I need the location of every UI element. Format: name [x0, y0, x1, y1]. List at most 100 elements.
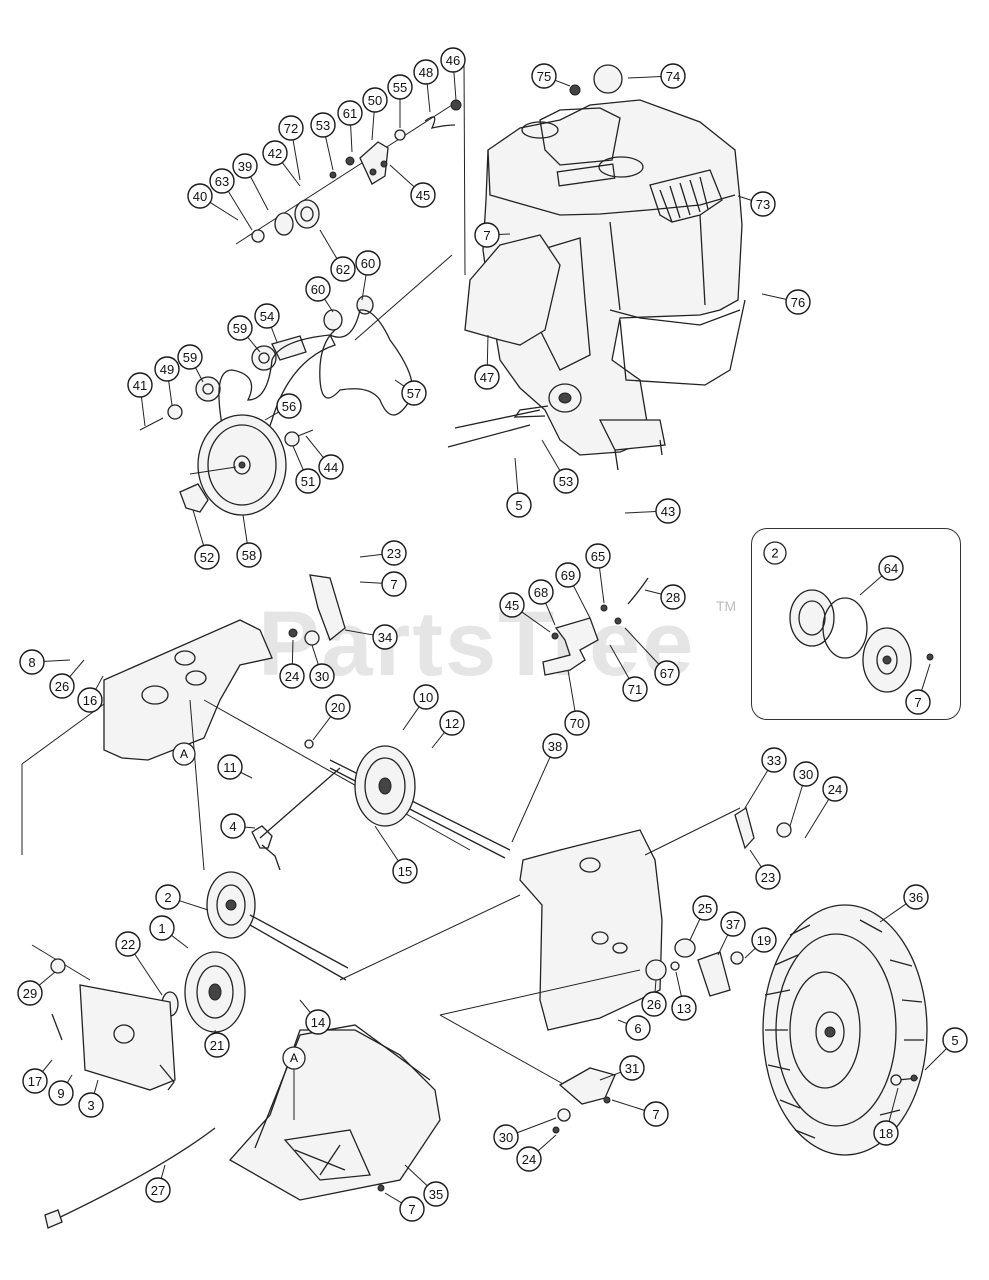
callout-circle	[564, 710, 590, 736]
part-callout-30: 30	[309, 644, 335, 689]
callout-leader-line	[749, 849, 762, 868]
callout-leader-line	[521, 611, 551, 633]
callout-circle	[542, 733, 568, 759]
callout-number: 3	[87, 1098, 94, 1113]
callout-leader-line	[359, 553, 383, 558]
callout-leader-line	[389, 164, 415, 188]
callout-number: 72	[284, 121, 298, 136]
callout-circle	[751, 927, 777, 953]
callout-leader-line	[654, 979, 657, 993]
callout-leader-line	[69, 659, 85, 678]
callout-circle	[392, 858, 418, 884]
callout-circle	[145, 1177, 171, 1203]
callout-circle	[750, 191, 776, 217]
callout-circle	[362, 87, 388, 113]
callout-circle	[220, 813, 246, 839]
callout-circle	[516, 1146, 542, 1172]
part-callout-31: 31	[599, 1055, 645, 1081]
callout-leader-line	[371, 111, 375, 141]
callout-number: 7	[408, 1202, 415, 1217]
part-callout-69: 69	[555, 562, 591, 619]
callout-leader-line	[299, 999, 311, 1014]
callout-number: 5	[515, 498, 522, 513]
callout-number: 12	[445, 716, 459, 731]
callout-leader-line	[43, 659, 71, 662]
callout-circle	[942, 1027, 968, 1053]
callout-leader-line	[888, 1087, 899, 1122]
callout-leader-line	[744, 770, 769, 809]
callout-leader-line	[609, 644, 630, 679]
part-callout-34: 34	[344, 624, 398, 650]
part-callout-17: 17	[22, 1059, 53, 1094]
callout-leader-line	[599, 1071, 621, 1081]
callout-circle	[654, 660, 680, 686]
callout-leader-line	[242, 514, 248, 544]
callout-number: 36	[909, 890, 923, 905]
callout-number: 58	[242, 548, 256, 563]
callout-number: 60	[311, 282, 325, 297]
part-callout-63: 63	[209, 168, 253, 231]
part-callout-11: 11	[217, 754, 253, 780]
callout-number: 10	[419, 690, 433, 705]
callout-leader-line	[179, 900, 209, 911]
callout-number: 16	[83, 693, 97, 708]
callout-number: 20	[331, 700, 345, 715]
callout-number: 53	[316, 118, 330, 133]
part-callout-60: 60	[305, 276, 334, 313]
callout-number: 22	[121, 937, 135, 952]
callout-number: 8	[28, 655, 35, 670]
callout-circle	[127, 372, 153, 398]
callout-circle	[622, 676, 648, 702]
callout-number: 46	[446, 53, 460, 68]
part-callout-24: 24	[516, 1134, 557, 1172]
callout-leader-line	[804, 798, 830, 839]
callout-number: 52	[200, 550, 214, 565]
part-callout-7: 7	[359, 571, 407, 597]
callout-circle	[671, 995, 697, 1021]
callout-circle	[115, 931, 141, 957]
callout-circle	[381, 571, 407, 597]
callout-circle	[531, 63, 557, 89]
callout-circle	[318, 454, 344, 480]
callout-circle	[761, 747, 787, 773]
pulley-belt-group	[139, 99, 462, 516]
callout-leader-line	[624, 511, 657, 514]
callout-number: 40	[193, 189, 207, 204]
inset-detail-box	[751, 528, 961, 720]
callout-leader-line	[624, 627, 660, 665]
callout-leader-line	[617, 1019, 628, 1025]
callout-number: 42	[268, 146, 282, 161]
part-callout-57: 57	[394, 379, 427, 406]
callout-circle	[194, 544, 220, 570]
callout-circle	[381, 540, 407, 566]
callout-leader-line	[879, 903, 907, 923]
callout-leader-line	[744, 947, 756, 959]
callout-leader-line	[134, 953, 163, 996]
callout-leader-line	[737, 195, 752, 201]
callout-circle	[77, 687, 103, 713]
part-callout-24: 24	[804, 776, 848, 839]
callout-circle	[149, 915, 175, 941]
part-callout-13: 13	[671, 971, 697, 1021]
callout-leader-line	[250, 176, 269, 211]
callout-number: 5	[951, 1033, 958, 1048]
part-callout-5: 5	[506, 457, 532, 518]
inset-friction-wheel	[789, 589, 934, 693]
part-callout-42: 42	[262, 140, 301, 187]
part-callout-7: 7	[474, 222, 511, 248]
callout-leader-line	[567, 669, 576, 712]
part-callout-46: 46	[440, 47, 466, 101]
callout-number: 69	[561, 568, 575, 583]
watermark-trademark: TM	[716, 598, 737, 614]
part-callout-55: 55	[387, 74, 413, 128]
callout-circle	[413, 684, 439, 710]
part-callout-3: 3	[78, 1079, 104, 1118]
part-callout-12: 12	[431, 710, 465, 749]
callout-circle	[660, 584, 686, 610]
callout-circle	[209, 168, 235, 194]
callout-circle	[643, 1101, 669, 1127]
callout-number: 65	[591, 549, 605, 564]
callout-number: 45	[416, 188, 430, 203]
part-callout-65: 65	[585, 543, 611, 604]
